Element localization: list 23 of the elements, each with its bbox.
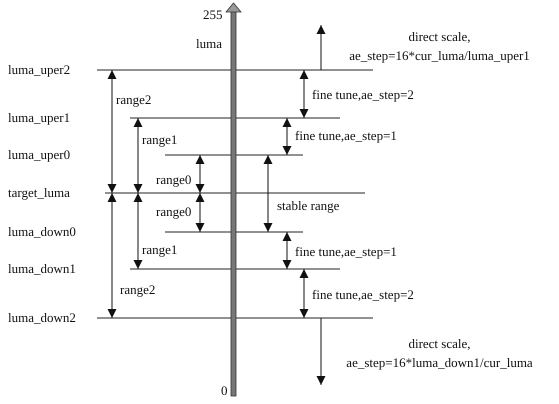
- step-note: fine tune,ae_step=2: [312, 287, 414, 302]
- formula-note: direct scale, ae_step=16*cur_luma/luma_uper1: [348, 28, 531, 65]
- axis-min-label: 0: [221, 383, 228, 398]
- formula-note: direct scale, ae_step=16*luma_down1/cur_luma: [345, 335, 534, 372]
- range-label: range2: [116, 92, 152, 107]
- range-label: range2: [120, 282, 156, 297]
- level-label: luma_down1: [8, 261, 76, 276]
- range-label: range0: [156, 172, 192, 187]
- step-note: fine tune,ae_step=1: [295, 128, 397, 143]
- range-label: stable range: [277, 198, 340, 213]
- level-label: luma_down2: [8, 310, 76, 325]
- range-label: range1: [142, 242, 178, 257]
- axis-label: luma: [196, 36, 222, 51]
- level-label: luma_down0: [8, 224, 76, 239]
- step-note: fine tune,ae_step=2: [312, 87, 414, 102]
- level-label: target_luma: [8, 185, 70, 200]
- range-label: range0: [156, 204, 192, 219]
- step-note: fine tune,ae_step=1: [295, 244, 397, 259]
- range-label: range1: [142, 132, 178, 147]
- level-label: luma_uper0: [8, 147, 70, 162]
- level-label: luma_uper2: [8, 62, 70, 77]
- axis-max-label: 255: [203, 7, 222, 22]
- level-label: luma_uper1: [8, 110, 70, 125]
